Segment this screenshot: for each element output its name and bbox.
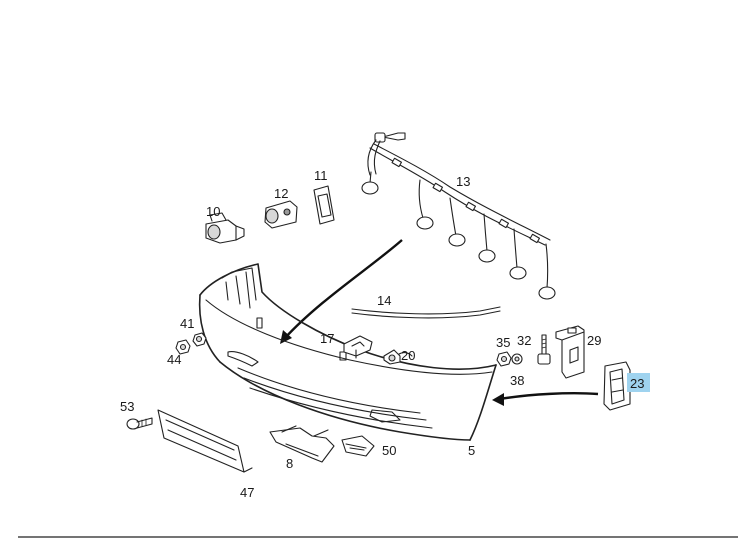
label-11[interactable]: 11 bbox=[314, 168, 328, 183]
label-13[interactable]: 13 bbox=[456, 174, 470, 189]
label-14[interactable]: 14 bbox=[377, 293, 391, 308]
side-bracket[interactable] bbox=[603, 361, 631, 411]
nut-44[interactable] bbox=[175, 339, 191, 355]
license-plate-carrier[interactable] bbox=[157, 409, 253, 473]
label-29[interactable]: 29 bbox=[587, 333, 601, 348]
label-32[interactable]: 32 bbox=[517, 333, 531, 348]
nut-41[interactable] bbox=[192, 332, 207, 347]
bracket-arrow bbox=[492, 392, 599, 406]
label-8[interactable]: 8 bbox=[286, 456, 293, 471]
nut-35[interactable] bbox=[496, 351, 512, 367]
sensor-bracket[interactable] bbox=[313, 185, 335, 225]
label-50[interactable]: 50 bbox=[382, 443, 396, 458]
label-20[interactable]: 20 bbox=[401, 348, 415, 363]
harness-arrow bbox=[280, 239, 403, 344]
label-53[interactable]: 53 bbox=[120, 399, 134, 414]
grille-piece[interactable] bbox=[341, 435, 375, 457]
label-17[interactable]: 17 bbox=[320, 331, 334, 346]
bumper-cover[interactable] bbox=[198, 263, 497, 441]
label-47[interactable]: 47 bbox=[240, 485, 254, 500]
label-44[interactable]: 44 bbox=[167, 352, 181, 367]
label-10[interactable]: 10 bbox=[206, 204, 220, 219]
label-5[interactable]: 5 bbox=[468, 443, 475, 458]
sensor-housing[interactable] bbox=[205, 212, 245, 244]
retaining-clip[interactable] bbox=[343, 335, 373, 359]
highlight-box bbox=[627, 373, 650, 392]
label-12[interactable]: 12 bbox=[274, 186, 288, 201]
wiring-harness[interactable] bbox=[361, 132, 556, 300]
bumper-fastener[interactable] bbox=[383, 349, 401, 365]
grille-insert[interactable] bbox=[269, 425, 335, 463]
label-41[interactable]: 41 bbox=[180, 316, 194, 331]
ultrasonic-sensor[interactable] bbox=[264, 200, 298, 229]
mounting-bracket[interactable] bbox=[555, 325, 585, 379]
label-23[interactable]: 23 bbox=[630, 376, 644, 391]
label-38[interactable]: 38 bbox=[510, 373, 524, 388]
bolt-32[interactable] bbox=[537, 334, 551, 365]
screw-53[interactable] bbox=[126, 417, 153, 430]
washer-38[interactable] bbox=[511, 353, 523, 365]
label-35[interactable]: 35 bbox=[496, 335, 510, 350]
trim-strip[interactable] bbox=[351, 306, 501, 319]
